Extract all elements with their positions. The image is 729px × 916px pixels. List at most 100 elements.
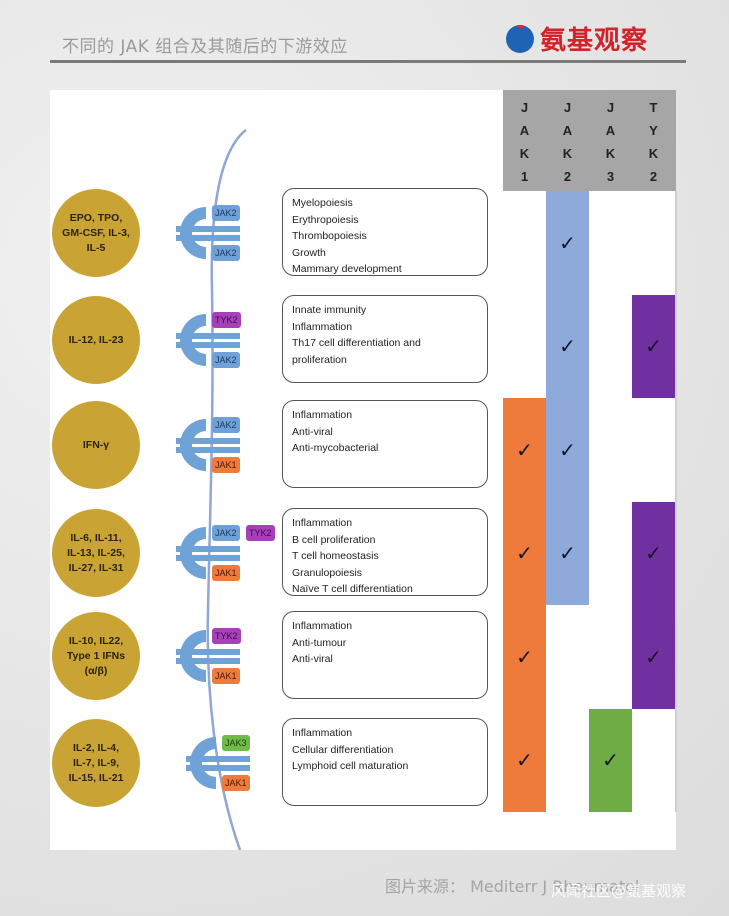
effect-item: Inflammation xyxy=(292,727,353,739)
effect-item: Thrombopoiesis xyxy=(292,230,367,242)
watermark-text: 风闻社区@氨基观察 xyxy=(551,882,687,900)
ligand-label: IL-6, IL-11, IL-13, IL-25, IL-27, IL-31 xyxy=(67,531,125,574)
receptor-icon xyxy=(176,630,240,682)
checkmark-icon: ✓ xyxy=(559,541,576,566)
table-header-tyk2: T Y K 2 xyxy=(648,100,659,184)
effect-item: Anti-viral xyxy=(292,653,333,665)
ligand-circle: IL-6, IL-11, IL-13, IL-25, IL-27, IL-31 xyxy=(52,509,140,597)
table-cell-checked: ✓ xyxy=(546,191,589,295)
effect-item: Th17 cell differentiation and xyxy=(292,337,421,349)
effect-item: Cellular differentiation xyxy=(292,743,394,756)
effect-item: Lymphoid cell maturation xyxy=(292,760,409,772)
table-cell-empty xyxy=(589,501,632,605)
effect-item: B cell proliferation xyxy=(292,533,376,546)
ligand-circle: IFN-γ xyxy=(52,401,140,489)
table-cell-checked: ✓ xyxy=(503,605,546,709)
ligand-label: EPO, TPO, GM-CSF, IL-3, IL-5 xyxy=(62,211,130,254)
jak-table-header xyxy=(503,90,676,191)
ligand-label: IL-12, IL-23 xyxy=(68,333,124,346)
checkmark-icon: ✓ xyxy=(602,748,619,773)
jak-label-jak1: JAK1 xyxy=(222,775,250,791)
checkmark-icon: ✓ xyxy=(559,230,576,255)
jak-label-jak2: JAK2 xyxy=(212,417,240,433)
effect-item: Inflammation xyxy=(292,409,353,421)
table-cell-checked: ✓ xyxy=(589,708,632,812)
ligand-circle: IL-10, IL22, Type 1 IFNs (α/β) xyxy=(52,612,140,700)
checkmark-icon: ✓ xyxy=(516,437,533,462)
ligand-circle: IL-2, IL-4, IL-7, IL-9, IL-15, IL-21 xyxy=(52,719,140,807)
brand-logo-text: 氨基观察 xyxy=(540,26,649,56)
s-globe-logo-icon xyxy=(506,24,534,53)
effect-item: Erythropoiesis xyxy=(292,213,359,226)
jak-label-jak2: JAK2 xyxy=(212,352,240,368)
table-header-jak1: J A K 1 xyxy=(519,100,530,184)
checkmark-icon: ✓ xyxy=(645,644,662,669)
effect-item: Myelopoiesis xyxy=(292,197,353,209)
checkmark-icon: ✓ xyxy=(559,334,576,359)
table-cell-empty xyxy=(546,605,589,709)
table-cell-checked: ✓ xyxy=(503,501,546,605)
checkmark-icon: ✓ xyxy=(516,748,533,773)
checkmark-icon: ✓ xyxy=(516,541,533,566)
table-cell-empty xyxy=(546,708,589,812)
receptor-icon xyxy=(176,419,240,471)
effect-item: Anti-tumour xyxy=(292,636,347,649)
table-header-jak3: J A K 3 xyxy=(605,100,616,184)
effect-item: Inflammation xyxy=(292,620,353,632)
receptor-icon xyxy=(176,207,240,259)
table-cell-checked: ✓ xyxy=(632,501,675,605)
table-cell-empty xyxy=(632,708,675,812)
table-cell-empty xyxy=(503,191,546,295)
table-cell-empty xyxy=(503,294,546,398)
ligand-label: IL-2, IL-4, IL-7, IL-9, IL-15, IL-21 xyxy=(68,741,124,784)
ligand-label: IL-10, IL22, Type 1 IFNs (α/β) xyxy=(66,634,126,677)
effect-item: Naïve T cell differentiation xyxy=(292,583,413,595)
cell-membrane-line xyxy=(206,129,247,850)
effect-item: Inflammation xyxy=(292,517,353,529)
jak-label-tyk2: TYK2 xyxy=(212,628,241,644)
page-title: 不同的 JAK 组合及其随后的下游效应 xyxy=(62,37,348,57)
table-cell-empty xyxy=(589,605,632,709)
effect-item: Inflammation xyxy=(292,320,353,333)
jak-label-jak2: JAK2 xyxy=(212,245,240,261)
effect-item: T cell homeostasis xyxy=(292,550,379,562)
receptor-diagram-svg xyxy=(176,129,250,850)
brand-logo: 氨基观察 xyxy=(506,20,648,57)
ligand-label: IFN-γ xyxy=(82,438,110,451)
table-cell-checked: ✓ xyxy=(546,398,589,502)
effect-item: Anti-viral xyxy=(292,425,333,438)
header-divider xyxy=(50,60,686,63)
jak-label-jak1: JAK1 xyxy=(212,457,240,473)
effect-item: Innate immunity xyxy=(292,304,367,316)
table-cell-empty xyxy=(589,398,632,502)
table-header-jak2: J A K 2 xyxy=(562,100,573,184)
table-cell-checked: ✓ xyxy=(632,605,675,709)
image-source-caption: 图片来源： Mediterr J Rheumatol xyxy=(385,877,640,896)
downstream-effects-box: Inflammation B cell proliferation T cell h… xyxy=(282,508,488,596)
effect-item: Mammary development xyxy=(292,263,402,275)
table-cell-empty xyxy=(589,191,632,295)
checkmark-icon: ✓ xyxy=(559,437,576,462)
checkmark-icon: ✓ xyxy=(645,541,662,566)
table-right-border xyxy=(675,191,677,812)
jak-label-jak2: JAK2 xyxy=(212,525,240,541)
effect-item: proliferation xyxy=(292,353,347,366)
jak-label-jak3: JAK3 xyxy=(222,735,250,751)
checkmark-icon: ✓ xyxy=(645,334,662,359)
ligand-circle: EPO, TPO, GM-CSF, IL-3, IL-5 xyxy=(52,189,140,277)
effect-item: Granulopoiesis xyxy=(292,566,363,579)
receptor-icon xyxy=(176,314,240,366)
table-cell-empty xyxy=(589,294,632,398)
effect-item: Anti-mycobacterial xyxy=(292,442,379,454)
receptor-icon xyxy=(176,527,240,579)
ligand-circle: IL-12, IL-23 xyxy=(52,296,140,384)
table-cell-checked: ✓ xyxy=(546,294,589,398)
effect-item: Growth xyxy=(292,246,326,259)
table-cell-checked: ✓ xyxy=(632,294,675,398)
